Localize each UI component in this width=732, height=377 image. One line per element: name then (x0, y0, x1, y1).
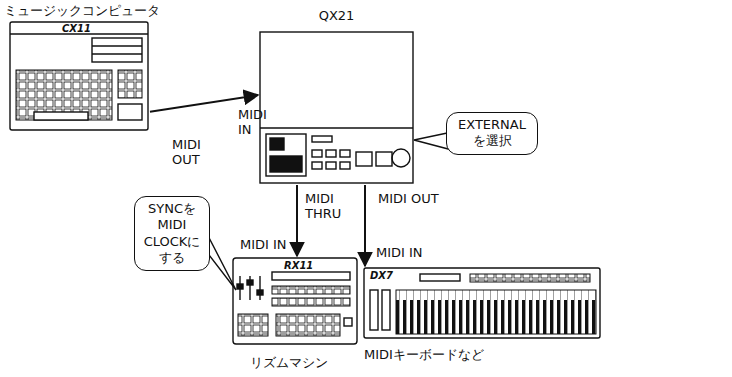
device-name: リズムマシン (250, 354, 328, 372)
callout-text: SYNCをMIDI CLOCKにする (141, 201, 203, 266)
callout-bubble: SYNCをMIDI CLOCKにする (134, 196, 210, 271)
model-logo: CX11 (62, 23, 91, 35)
rhythm-machine-illustration (233, 258, 357, 344)
device-name: ミュージックコンピュータ (4, 2, 160, 20)
port-label: MIDI THRU (305, 192, 349, 222)
device-box: ミュージックコンピュータ (8, 20, 150, 132)
port-label: MIDI OUT (172, 138, 210, 168)
device-name: MIDIキーボードなど (364, 346, 484, 364)
model-logo: DX7 (370, 270, 393, 282)
port-label: MIDI IN (240, 238, 287, 253)
model-logo: RX11 (284, 260, 313, 272)
callout-text: EXTERNAL を選択 (453, 117, 531, 150)
midi-cable (296, 185, 298, 256)
device-name: QX21 (319, 8, 355, 23)
port-label: MIDI IN (376, 246, 423, 261)
device-box: QX21 (258, 30, 415, 185)
device-box: MIDIキーボードなど (362, 266, 602, 340)
port-label: MIDI OUT (378, 192, 439, 207)
midi-cable (364, 185, 366, 266)
computer-illustration (10, 22, 148, 130)
callout-bubble: EXTERNAL を選択 (446, 112, 538, 155)
keyboard-illustration (364, 268, 600, 338)
port-label: MIDI IN (238, 108, 272, 138)
sequencer-illustration (260, 32, 413, 183)
